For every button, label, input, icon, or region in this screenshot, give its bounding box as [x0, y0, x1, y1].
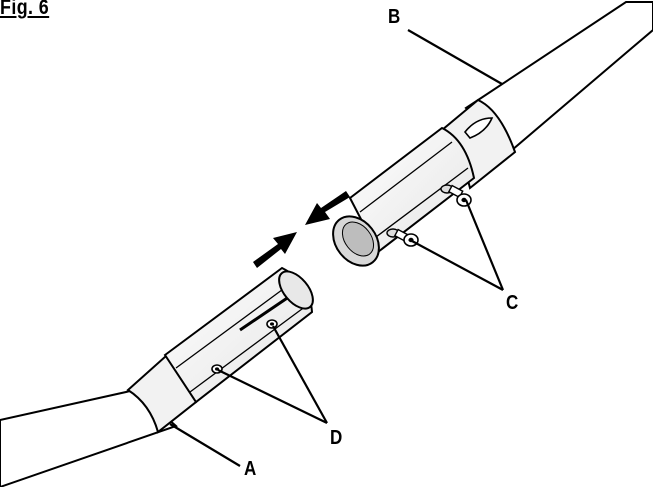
upper-coupling-housing: [348, 126, 476, 254]
leader-lines: [169, 29, 505, 467]
screw-c-lower: [386, 228, 419, 247]
lower-shaft-a: [0, 266, 314, 487]
arrow-down-left-icon: [305, 191, 350, 225]
arrow-up-right-icon: [253, 232, 297, 268]
hole-d-right: [266, 319, 278, 329]
callout-c: C: [506, 292, 519, 314]
locator-tab: [463, 117, 494, 139]
leader-d-left: [217, 369, 328, 424]
upper-shaft-b: [332, 1, 653, 267]
lower-tube: [0, 388, 178, 487]
leader-d-right: [272, 325, 328, 424]
leader-a: [169, 423, 241, 467]
figure-title: Fig. 6: [0, 0, 50, 19]
callout-a: A: [244, 458, 257, 480]
leader-c-upper: [464, 199, 505, 291]
callout-b: B: [388, 6, 401, 28]
lower-tube-opening: [278, 270, 314, 310]
callout-d: D: [330, 427, 343, 449]
leader-b: [407, 29, 503, 85]
leader-c-lower: [411, 240, 504, 291]
